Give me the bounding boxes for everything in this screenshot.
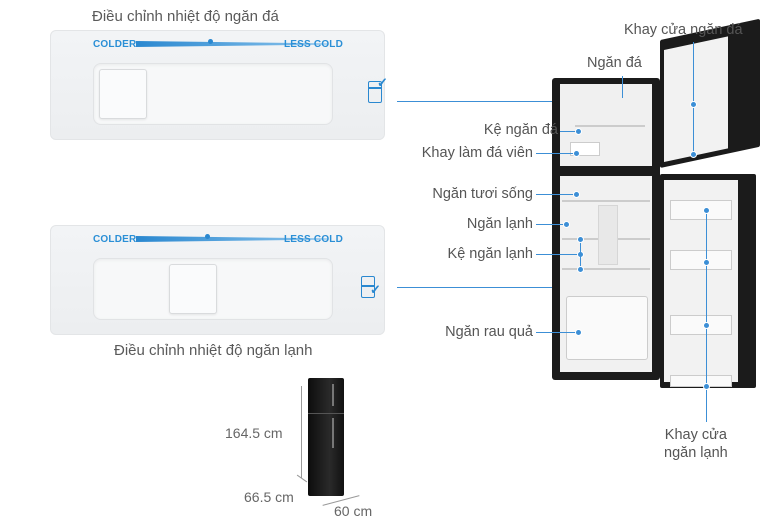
door-tray <box>670 250 732 270</box>
label-line: ngăn lạnh <box>664 445 728 461</box>
label-dot <box>573 191 580 198</box>
freezer-control-caption: Điều chỉnh nhiệt độ ngăn đá <box>92 8 279 25</box>
less-cold-label: LESS COLD <box>284 39 344 50</box>
crisper-drawer <box>566 296 648 360</box>
label-fridge: Ngăn lạnh <box>466 216 533 232</box>
label-dot <box>703 322 710 329</box>
check-icon: ✓ <box>377 75 388 90</box>
label-dot <box>563 221 570 228</box>
fridge-control-panel: COLDER LESS COLD ✓ <box>50 225 385 335</box>
width-dimension: 60 cm <box>334 503 373 519</box>
freezer-indicator-icon <box>368 81 382 103</box>
leader-line <box>622 76 623 98</box>
leader-line <box>560 131 578 132</box>
less-cold-label: LESS COLD <box>284 234 344 245</box>
door-tray <box>670 200 732 220</box>
scale-marker <box>205 234 210 239</box>
leader-line <box>536 332 578 333</box>
check-icon: ✓ <box>370 282 381 297</box>
label-fridge-door-tray: Khay cửa ngăn lạnh <box>664 426 728 462</box>
fridge-control-connector <box>397 287 599 288</box>
height-dimension: 164.5 cm <box>225 425 283 441</box>
label-fresh: Ngăn tươi sống <box>432 186 533 202</box>
colder-label: COLDER <box>93 234 137 245</box>
door-split <box>308 413 344 414</box>
fridge-shelf <box>562 200 650 202</box>
label-crisper: Ngăn rau quả <box>445 324 533 340</box>
label-ice-tray: Khay làm đá viên <box>421 145 533 161</box>
label-freezer: Ngăn đá <box>587 55 642 71</box>
leader-line <box>536 254 580 255</box>
leader-line <box>536 153 576 154</box>
scale-marker <box>208 39 213 44</box>
freezer-door-inner <box>664 36 728 163</box>
freezer-control-panel: COLDER LESS COLD ✓ <box>50 30 388 140</box>
leader-line <box>536 194 576 195</box>
depth-dimension: 66.5 cm <box>244 489 294 505</box>
fridge-indicator-icon <box>361 276 375 298</box>
temperature-slider-knob[interactable] <box>99 69 147 119</box>
label-dot <box>690 101 697 108</box>
label-dot <box>577 266 584 273</box>
temperature-slider-knob[interactable] <box>169 264 217 314</box>
leader-line <box>536 224 566 225</box>
label-freezer-shelf: Kệ ngăn đá <box>483 122 558 138</box>
label-dot <box>575 329 582 336</box>
label-dot <box>573 150 580 157</box>
leader-line <box>693 42 694 154</box>
temperature-scale <box>136 41 328 47</box>
air-duct <box>598 205 618 265</box>
label-line: Khay cửa <box>664 427 727 443</box>
handle <box>332 418 334 448</box>
label-freezer-door-tray: Khay cửa ngăn đá <box>624 22 743 38</box>
door-tray <box>670 315 732 335</box>
fridge-shelf <box>562 268 650 270</box>
leader-line <box>580 238 581 270</box>
label-fridge-shelf: Kệ ngăn lạnh <box>447 246 533 262</box>
label-dot <box>703 383 710 390</box>
door-tray <box>670 375 732 387</box>
label-dot <box>703 259 710 266</box>
freezer-shelf <box>575 125 645 127</box>
colder-label: COLDER <box>93 39 137 50</box>
label-dot <box>575 128 582 135</box>
label-dot <box>690 151 697 158</box>
height-arrow <box>301 386 302 478</box>
fridge-thumbnail <box>308 378 344 496</box>
label-dot <box>577 236 584 243</box>
freezer-control-connector <box>397 101 619 102</box>
leader-line <box>706 210 707 422</box>
fridge-control-caption: Điều chỉnh nhiệt độ ngăn lạnh <box>114 342 313 359</box>
label-dot <box>703 207 710 214</box>
temperature-scale <box>136 236 328 242</box>
handle <box>332 384 334 406</box>
depth-arrow <box>296 474 308 483</box>
